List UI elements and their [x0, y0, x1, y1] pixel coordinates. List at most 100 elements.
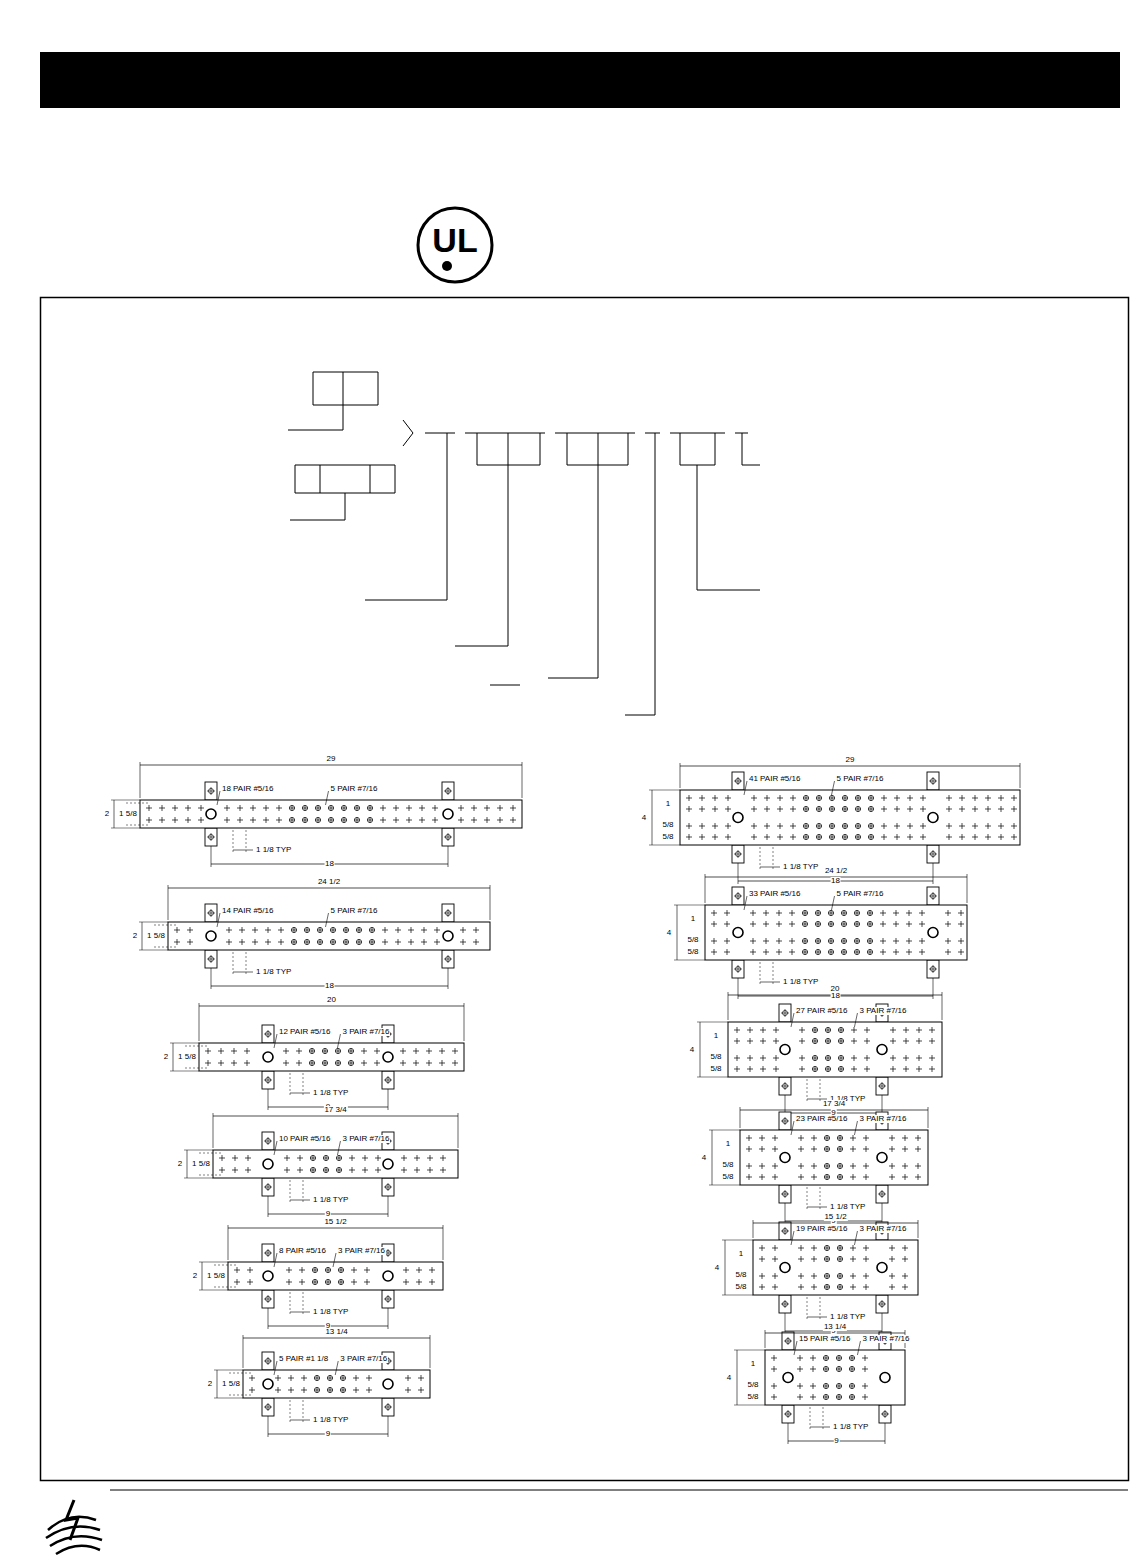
bolt-hole [291, 927, 296, 932]
drawing-line [814, 1146, 815, 1152]
lug-hole [877, 1263, 887, 1273]
drawing-line [832, 823, 833, 829]
drawing-line [754, 823, 755, 829]
hole-callout: 3 PAIR #7/16 [341, 1028, 390, 1036]
drawing-line [344, 805, 345, 811]
drawing-line [341, 1279, 342, 1285]
height-dimension: 2 [163, 1053, 169, 1061]
drawing-line [867, 1027, 868, 1033]
drawing-line [211, 833, 212, 841]
row-spacing-dimension: 5/8 [721, 1173, 734, 1181]
drawing-line [962, 795, 963, 801]
drawing-line [918, 1220, 919, 1238]
drawing-line [221, 1060, 222, 1066]
drawing-line [884, 795, 885, 801]
drawing-line [884, 834, 885, 840]
hole-callout: 3 PAIR #7/16 [858, 1007, 907, 1015]
drawing-line [854, 1231, 857, 1245]
hole-callout: 5 PAIR #7/16 [836, 890, 885, 898]
drawing-line [177, 927, 178, 933]
drawing-line [905, 1135, 906, 1141]
height-dimension: 2 [192, 1272, 198, 1280]
drawing-line [408, 1375, 409, 1381]
bolt-hole [836, 1394, 841, 1399]
drawing-line [364, 1060, 365, 1066]
row-spacing-dimension: 5/8 [661, 833, 674, 841]
drawing-line [892, 1273, 893, 1279]
drawing-line [404, 1155, 405, 1161]
bolt-hole [322, 1048, 327, 1053]
drawing-line [419, 1267, 420, 1273]
drawing-line [754, 795, 755, 801]
pitch-dimension: 1 1/8 TYP [782, 863, 819, 871]
drawing-line [826, 1394, 827, 1400]
insulator-standoff [779, 1295, 791, 1313]
bolt-hole [842, 795, 847, 800]
bolt-hole [837, 1135, 842, 1140]
drawing-line [335, 1361, 338, 1375]
drawing-line [424, 939, 425, 945]
drawing-line [268, 939, 269, 945]
drawing-line [928, 1107, 929, 1128]
bolt-hole [841, 938, 846, 943]
drawing-line [302, 1267, 303, 1273]
drawing-line [892, 1163, 893, 1169]
drawing-line [988, 795, 989, 801]
drawing-line [242, 939, 243, 945]
drawing-line [882, 1082, 883, 1090]
drawing-line [827, 1284, 828, 1290]
drawing-line [476, 939, 477, 945]
ground-bar [705, 905, 967, 960]
bolt-hole [802, 910, 807, 915]
bolt-hole [348, 1060, 353, 1065]
drawing-line [737, 1066, 738, 1072]
drawing-line [852, 1394, 853, 1400]
drawing-line [749, 1163, 750, 1169]
drawing-line [805, 949, 806, 955]
drawing-line [268, 1076, 269, 1084]
drawing-line [396, 817, 397, 823]
drawing-line [840, 1284, 841, 1290]
bolt-hole [338, 1279, 343, 1284]
drawing-line [255, 927, 256, 933]
bolt-hole [854, 921, 859, 926]
drawing-line [187, 1150, 188, 1178]
drawing-line [286, 1060, 287, 1066]
bolt-hole [838, 1055, 843, 1060]
drawing-line [307, 927, 308, 933]
drawing-line [897, 823, 898, 829]
hole-callout: 18 PAIR #5/16 [221, 785, 274, 793]
drawing-line [437, 939, 438, 945]
drawing-line [175, 817, 176, 823]
drawing-line [750, 1055, 751, 1061]
drawing-line [317, 1387, 318, 1393]
insulator-standoff [442, 828, 454, 846]
drawing-line [234, 1060, 235, 1066]
drawing-line [725, 1240, 726, 1295]
header-bar [40, 52, 1120, 108]
ground-bar [213, 1150, 458, 1178]
drawing-line [818, 938, 819, 944]
drawing-line [840, 1174, 841, 1180]
drawing-line [416, 1060, 417, 1066]
drawing-line [211, 909, 212, 917]
drawing-line [430, 1167, 431, 1173]
drawing-line [807, 1079, 808, 1102]
insulator-standoff [927, 772, 939, 790]
lug-hole [928, 928, 938, 938]
bolt-hole [315, 817, 320, 822]
insulator-standoff [262, 1398, 274, 1416]
drawing-line [421, 1387, 422, 1393]
drawing-line [975, 834, 976, 840]
drawing-line [762, 1135, 763, 1141]
drawing-line [140, 765, 522, 766]
drawing-line [680, 766, 1020, 767]
drawing-line [897, 806, 898, 812]
drawing-line [840, 1245, 841, 1251]
lug-hole [443, 809, 453, 819]
drawing-line [933, 965, 934, 973]
drawing-line [522, 762, 523, 798]
drawing-line [923, 795, 924, 801]
drawing-line [948, 938, 949, 944]
drawing-line [228, 1225, 229, 1260]
